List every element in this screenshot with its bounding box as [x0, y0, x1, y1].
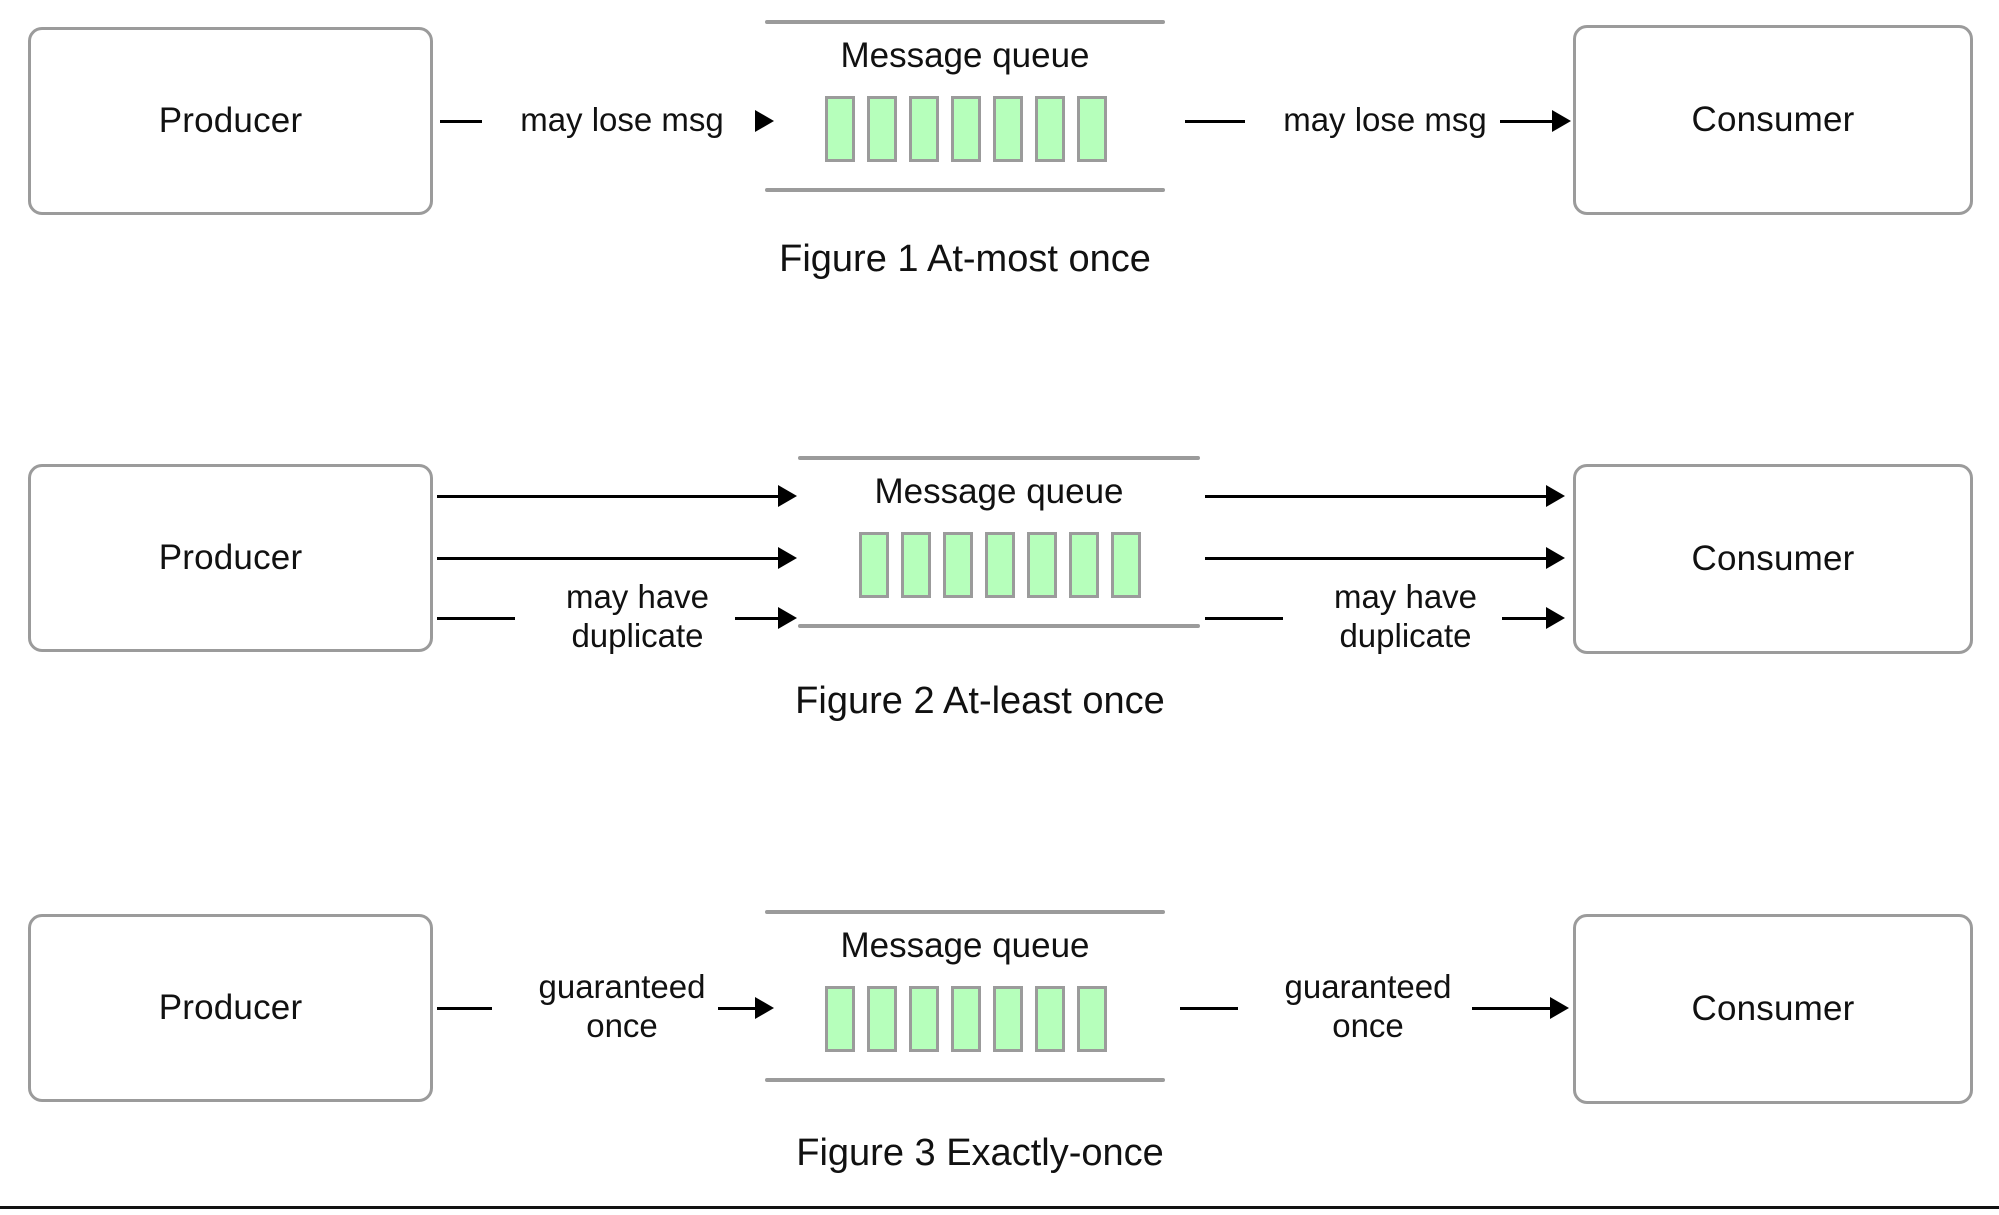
consumer-edge-stub [1180, 1007, 1238, 1010]
arrow-head-queue-to-consumer [1550, 997, 1569, 1019]
arrow-line-consumer-3 [1502, 617, 1550, 620]
arrow-head-consumer-3 [1546, 607, 1565, 629]
queue-blocks [825, 986, 1107, 1052]
arrow-head-consumer-1 [1546, 485, 1565, 507]
figure-2-caption: Figure 2 At-least once [795, 680, 1165, 722]
message-block [1077, 96, 1107, 162]
message-block [909, 986, 939, 1052]
figure-2: Producer may have duplicate Message queu… [0, 440, 1999, 722]
message-block [993, 96, 1023, 162]
consumer-label: Consumer [1691, 100, 1855, 139]
edge-label-producer-to-queue: guaranteed once [538, 968, 706, 1044]
message-queue: Message queue [798, 456, 1200, 646]
arrow-line-producer-3 [735, 617, 782, 620]
arrow-head-producer-2 [778, 547, 797, 569]
message-block [1035, 96, 1065, 162]
message-block [943, 532, 973, 598]
figure-1: Producer may lose msg Message queue may … [0, 0, 1999, 280]
message-block [825, 96, 855, 162]
message-block [951, 96, 981, 162]
edge-label-queue-to-consumer: may lose msg [1283, 101, 1487, 138]
consumer-box[interactable]: Consumer [1573, 464, 1973, 654]
figure-3-caption: Figure 3 Exactly-once [796, 1132, 1164, 1174]
figure-1-caption: Figure 1 At-most once [779, 238, 1151, 280]
queue-bottom-rule [765, 188, 1165, 192]
queue-title: Message queue [840, 926, 1090, 965]
edge-label-producer-duplicate: may have duplicate [565, 578, 710, 654]
message-block [1077, 986, 1107, 1052]
queue-top-rule [765, 20, 1165, 24]
arrow-line-consumer-2 [1205, 557, 1550, 560]
consumer-edge-stub [1185, 120, 1245, 123]
consumer-box[interactable]: Consumer [1573, 914, 1973, 1104]
consumer-label: Consumer [1691, 539, 1855, 578]
producer-label: Producer [158, 988, 303, 1027]
message-block [951, 986, 981, 1052]
consumer-label: Consumer [1691, 989, 1855, 1028]
arrow-head-producer-1 [778, 485, 797, 507]
arrow-line-producer-1 [437, 495, 782, 498]
message-block [1111, 532, 1141, 598]
producer-label: Producer [158, 538, 303, 577]
page-bottom-rule [0, 1206, 1999, 1209]
arrow-head-producer-to-queue [755, 997, 774, 1019]
message-block [1035, 986, 1065, 1052]
message-block [901, 532, 931, 598]
arrow-head-producer-to-queue [755, 110, 774, 132]
queue-blocks [859, 532, 1141, 598]
producer-edge-stub [437, 1007, 492, 1010]
message-queue: Message queue [765, 20, 1165, 210]
producer-edge-stub [440, 120, 482, 123]
message-block [1027, 532, 1057, 598]
arrow-line-producer-to-queue [718, 1007, 763, 1010]
arrow-line-producer-2 [437, 557, 782, 560]
producer-edge-stub-3 [437, 617, 515, 620]
message-block [867, 96, 897, 162]
message-queue: Message queue [765, 910, 1165, 1100]
queue-title: Message queue [840, 36, 1090, 75]
arrow-line-queue-to-consumer [1500, 120, 1555, 123]
edge-label-queue-to-consumer: guaranteed once [1284, 968, 1452, 1044]
producer-box[interactable]: Producer [28, 464, 433, 652]
arrow-line-consumer-1 [1205, 495, 1550, 498]
figure-3: Producer guaranteed once Message queue g… [0, 900, 1999, 1174]
arrow-head-producer-3 [778, 607, 797, 629]
message-block [867, 986, 897, 1052]
message-block [993, 986, 1023, 1052]
producer-box[interactable]: Producer [28, 914, 433, 1102]
message-block [1069, 532, 1099, 598]
arrow-head-queue-to-consumer [1552, 110, 1571, 132]
arrow-line-queue-to-consumer [1472, 1007, 1554, 1010]
queue-top-rule [798, 456, 1200, 460]
message-block [985, 532, 1015, 598]
message-block [825, 986, 855, 1052]
message-block [859, 532, 889, 598]
producer-box[interactable]: Producer [28, 27, 433, 215]
edge-label-consumer-duplicate: may have duplicate [1333, 578, 1478, 654]
producer-label: Producer [158, 101, 303, 140]
consumer-edge-stub-3 [1205, 617, 1283, 620]
queue-blocks [825, 96, 1107, 162]
message-block [909, 96, 939, 162]
consumer-box[interactable]: Consumer [1573, 25, 1973, 215]
queue-top-rule [765, 910, 1165, 914]
queue-bottom-rule [798, 624, 1200, 628]
edge-label-producer-to-queue: may lose msg [520, 101, 724, 138]
queue-bottom-rule [765, 1078, 1165, 1082]
queue-title: Message queue [874, 472, 1124, 511]
arrow-head-consumer-2 [1546, 547, 1565, 569]
